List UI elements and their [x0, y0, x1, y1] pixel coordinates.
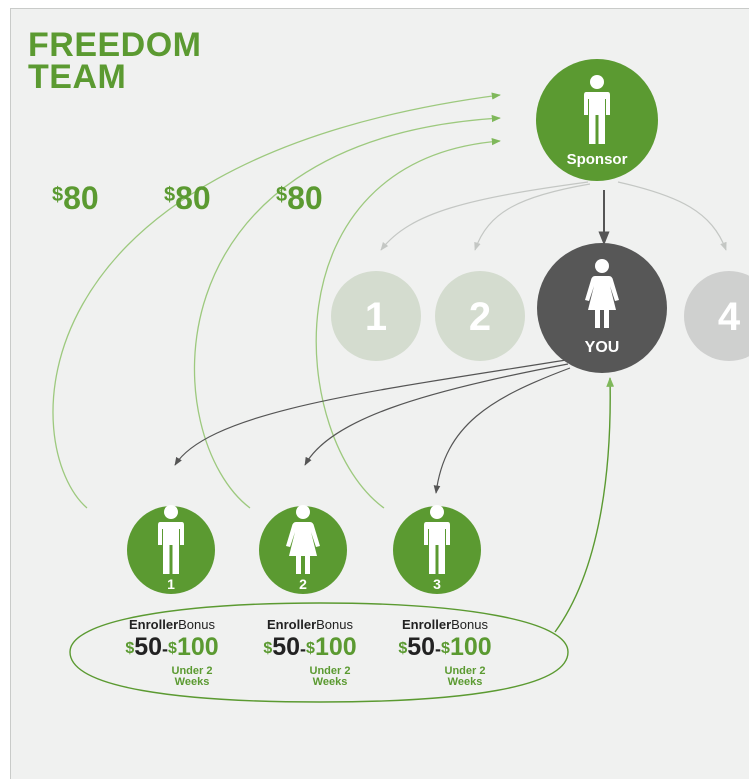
currency-symbol: $ — [52, 184, 64, 206]
recruit-node-2: 2 — [259, 505, 347, 594]
you-arrow-1 — [174, 359, 567, 466]
payout-amount-2: $80 — [164, 180, 211, 217]
payout-value: 80 — [175, 180, 211, 216]
sibling-node-4: 4 — [684, 271, 749, 361]
recruit-label: 1 — [167, 576, 175, 592]
you-label: YOU — [585, 339, 620, 356]
you-node: YOU — [537, 243, 667, 373]
bonus-to-you-arrow — [554, 377, 615, 633]
payout-value: 80 — [63, 180, 99, 216]
currency-symbol: $ — [276, 184, 288, 206]
you-arrow-3 — [433, 367, 571, 494]
bonus-amount-range: $50-$100 — [125, 633, 219, 661]
title-line-2: TEAM — [28, 58, 127, 96]
page-title: FREEDOM TEAM — [28, 26, 202, 96]
bonus-amount-range: $50-$100 — [263, 633, 357, 661]
payout-value: 80 — [287, 180, 323, 216]
you-arrow-2 — [304, 363, 569, 466]
sibling-node-1: 1 — [331, 271, 421, 361]
recruit-node-3: 3 — [393, 505, 481, 594]
bonus-title: EnrollerBonus — [129, 617, 215, 632]
title-line-1: FREEDOM — [28, 26, 202, 64]
payout-arc-2 — [193, 114, 501, 509]
sibling-label: 1 — [365, 295, 387, 339]
bonus-title: EnrollerBonus — [402, 617, 488, 632]
sibling-label: 2 — [469, 295, 491, 339]
payout-amount-3: $80 — [276, 180, 323, 217]
payout-amount-1: $80 — [52, 180, 99, 217]
sponsor-arrow-1 — [380, 181, 589, 251]
sponsor-arrow-4 — [617, 181, 727, 251]
recruit-label: 3 — [433, 576, 441, 592]
recruit-label: 2 — [299, 576, 307, 592]
sibling-node-2: 2 — [435, 271, 525, 361]
sponsor-arrow-2 — [474, 183, 591, 251]
sibling-label: 4 — [718, 295, 741, 339]
sponsor-label: Sponsor — [567, 151, 628, 168]
bonus-amount-range: $50-$100 — [398, 633, 492, 661]
sponsor-node: Sponsor — [536, 59, 658, 181]
bonus-title: EnrollerBonus — [267, 617, 353, 632]
payout-arc-1 — [52, 92, 501, 509]
recruit-node-1: 1 — [127, 505, 215, 594]
currency-symbol: $ — [164, 184, 176, 206]
payout-arc-3 — [315, 138, 501, 509]
bonus-group-outline — [69, 602, 569, 703]
